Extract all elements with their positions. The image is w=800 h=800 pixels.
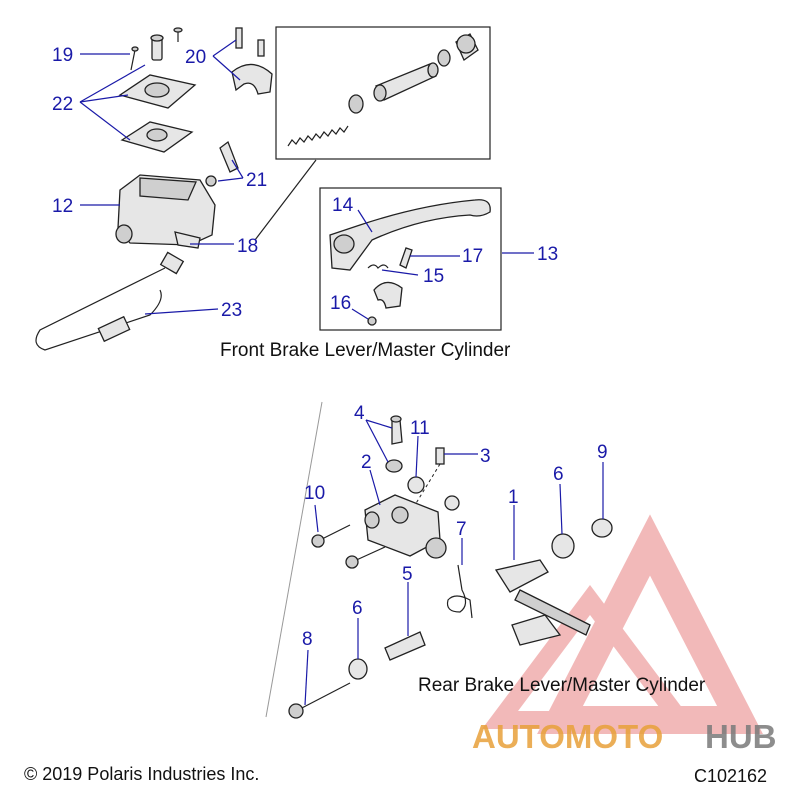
callout-3: 3 (480, 446, 491, 467)
watermark-brand-part2: HUB (705, 718, 777, 755)
bolt-10-part (311, 524, 351, 548)
reservoir-cap-part (118, 74, 197, 109)
clamp-20-part (231, 27, 273, 95)
callout-6-top: 6 (553, 464, 564, 485)
spring-part (287, 125, 349, 147)
return-spring-7-part (446, 564, 473, 619)
callout-20: 20 (185, 47, 206, 68)
callout-10: 10 (304, 483, 325, 504)
rear-callout-leaders (304, 419, 604, 706)
bushing-9-part (591, 518, 613, 538)
watermark-logo-icon (482, 514, 763, 734)
callout-8: 8 (302, 629, 313, 650)
adjuster-16-part (367, 281, 403, 326)
callout-11: 11 (410, 418, 430, 439)
rear-assembly-outline (265, 401, 323, 718)
copyright-text: © 2019 Polaris Industries Inc. (24, 764, 259, 784)
callout-14: 14 (332, 195, 354, 216)
pivot-bolt-21-part (205, 140, 239, 187)
screw-part (150, 34, 164, 61)
callout-2: 2 (361, 452, 372, 473)
callout-12: 12 (52, 196, 73, 217)
fitting-3-part (414, 447, 445, 506)
o-ring-part (437, 49, 451, 67)
callout-22: 22 (52, 94, 73, 115)
watermark-brand-part1: AUTOMOTO (472, 718, 663, 755)
brake-lever-part (329, 199, 491, 271)
screw-19-part (130, 46, 139, 71)
callout-6-bottom: 6 (352, 598, 363, 619)
watermark-brand: AUTOMOTO HUB (472, 718, 777, 755)
small-screw-part (173, 27, 183, 42)
callout-9: 9 (597, 442, 608, 463)
callout-13: 13 (537, 244, 558, 265)
rear-section-caption: Rear Brake Lever/Master Cylinder (418, 675, 706, 696)
brake-switch-harness-part (35, 251, 185, 351)
seal-part (348, 94, 364, 114)
callout-23: 23 (221, 300, 242, 321)
leader-18-box (254, 159, 317, 241)
bolt-8-part (288, 682, 351, 719)
callout-19: 19 (52, 45, 73, 66)
spring-15-part (367, 264, 389, 269)
diagram-id: C102162 (694, 766, 767, 786)
bushing-6-part (551, 533, 575, 559)
piston-part (373, 62, 439, 102)
rear-master-cylinder-part (364, 494, 460, 559)
diaphragm-part (120, 121, 194, 153)
callout-4: 4 (354, 403, 365, 424)
front-section-caption: Front Brake Lever/Master Cylinder (220, 340, 511, 361)
callout-17: 17 (462, 246, 483, 267)
callout-1: 1 (508, 487, 519, 508)
callout-15: 15 (423, 266, 444, 287)
callout-16: 16 (330, 293, 351, 314)
pin-5-part (384, 631, 426, 661)
cap-11-part (407, 476, 425, 494)
callout-5: 5 (402, 564, 413, 585)
front-callout-leaders (79, 39, 534, 320)
washer-6-part (348, 658, 368, 680)
bolt-part (345, 546, 386, 569)
rear-brake-pedal-part (494, 559, 591, 646)
lever-pin-17-part (399, 247, 413, 269)
callout-18: 18 (237, 236, 258, 257)
master-cylinder-body-part (115, 174, 216, 249)
bleeder-4-part (385, 415, 403, 473)
callout-7: 7 (456, 519, 467, 540)
dust-boot-part (455, 33, 479, 61)
callout-21: 21 (246, 170, 267, 191)
